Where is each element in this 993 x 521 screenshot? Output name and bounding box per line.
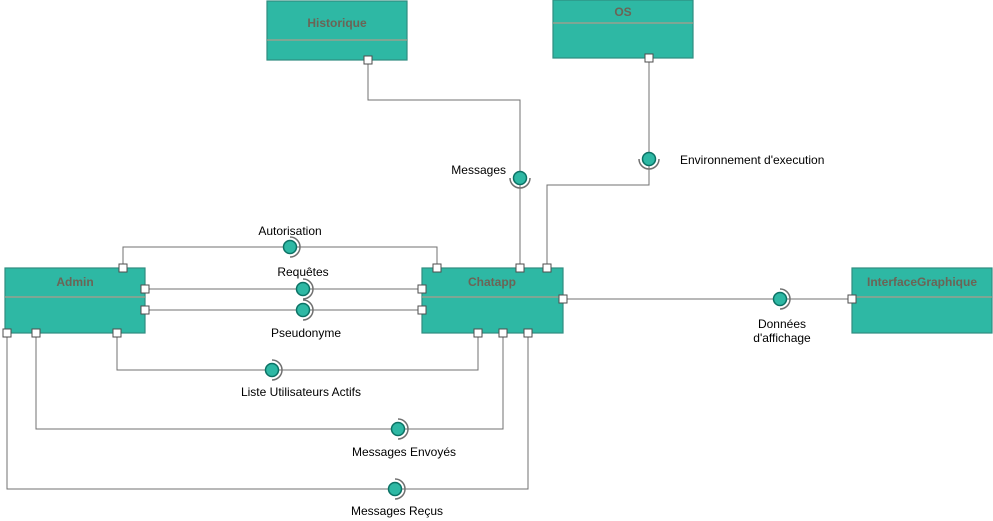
interface-messages[interactable] [509,170,531,189]
socket-icon [509,177,531,189]
ball-icon[interactable] [295,281,311,297]
ball-icon[interactable] [264,362,280,378]
label-donnees-affichage-line1: Données [758,317,806,331]
port-chatapp-bottom-1[interactable] [473,328,483,338]
component-interface-graphique-label: InterfaceGraphique [867,275,977,289]
component-historique-label: Historique [307,16,367,30]
interface-environnement-execution[interactable] [638,151,660,170]
port-chatapp-top-1[interactable] [432,263,442,273]
port-chatapp-top-3[interactable] [542,263,552,273]
ball-icon[interactable] [295,302,311,318]
port-chatapp-right[interactable] [558,294,568,304]
port-admin-bottom-1[interactable] [2,328,12,338]
connector-messages-envoyes[interactable] [35,333,504,430]
socket-icon [397,418,409,440]
component-admin-box[interactable] [4,267,146,334]
port-admin-top[interactable] [118,263,128,273]
label-messages: Messages [451,163,506,177]
socket-icon [394,478,406,500]
label-autorisation: Autorisation [258,224,321,238]
ball-icon[interactable] [282,239,298,255]
label-messages-envoyes: Messages Envoyés [352,445,456,459]
port-admin-right-2[interactable] [140,305,150,315]
ball-icon[interactable] [772,291,788,307]
socket-icon [638,158,660,170]
component-os-box[interactable] [552,0,694,59]
component-chatapp-box[interactable] [421,267,564,334]
interface-messages-envoyes[interactable] [390,418,409,440]
socket-icon [289,236,301,258]
label-pseudonyme: Pseudonyme [271,326,341,340]
ball-icon[interactable] [641,151,657,167]
component-admin-label: Admin [56,275,93,289]
label-messages-recus: Messages Reçus [351,504,443,518]
interface-autorisation[interactable] [282,236,301,258]
component-historique-box[interactable] [266,0,408,61]
label-environnement-execution: Environnement d'execution [680,153,824,167]
socket-icon [302,299,314,321]
socket-icon [779,288,791,310]
connector-autorisation[interactable] [122,246,438,268]
port-historique-bottom[interactable] [363,55,373,65]
component-os[interactable]: OS [552,0,694,59]
component-admin[interactable]: Admin [4,267,146,334]
port-admin-bottom-2[interactable] [31,328,41,338]
interface-messages-recus[interactable] [387,478,406,500]
interface-requetes[interactable] [295,278,314,300]
interface-donnees-affichage[interactable] [772,288,791,310]
socket-icon [302,278,314,300]
label-requetes: Requêtes [277,265,328,279]
connector-environnement-execution[interactable] [546,58,650,268]
port-chatapp-top-2[interactable] [515,263,525,273]
component-chatapp-label: Chatapp [468,275,516,289]
interface-liste-utilisateurs-actifs[interactable] [264,359,283,381]
port-chatapp-bottom-2[interactable] [498,328,508,338]
label-donnees-affichage-line2: d'affichage [753,331,811,345]
component-interface-graphique-box[interactable] [851,267,993,334]
port-chatapp-left-1[interactable] [417,284,427,294]
label-liste-utilisateurs-actifs: Liste Utilisateurs Actifs [241,385,361,399]
port-admin-right-1[interactable] [140,284,150,294]
port-admin-bottom-3[interactable] [112,328,122,338]
ball-icon[interactable] [390,421,406,437]
port-chatapp-bottom-3[interactable] [523,328,533,338]
connector-messages-recus[interactable] [6,333,529,490]
component-os-label: OS [614,5,631,19]
port-interface-graphique-left[interactable] [847,294,857,304]
connector-liste-utilisateurs-actifs[interactable] [116,333,479,371]
ball-icon[interactable] [512,170,528,186]
component-interface-graphique[interactable]: InterfaceGraphique [851,267,993,334]
ball-icon[interactable] [387,481,403,497]
socket-icon [271,359,283,381]
port-chatapp-left-2[interactable] [417,305,427,315]
component-historique[interactable]: Historique [266,0,408,61]
port-os-bottom[interactable] [644,53,654,63]
component-chatapp[interactable]: Chatapp [421,267,564,334]
interface-pseudonyme[interactable] [295,299,314,321]
